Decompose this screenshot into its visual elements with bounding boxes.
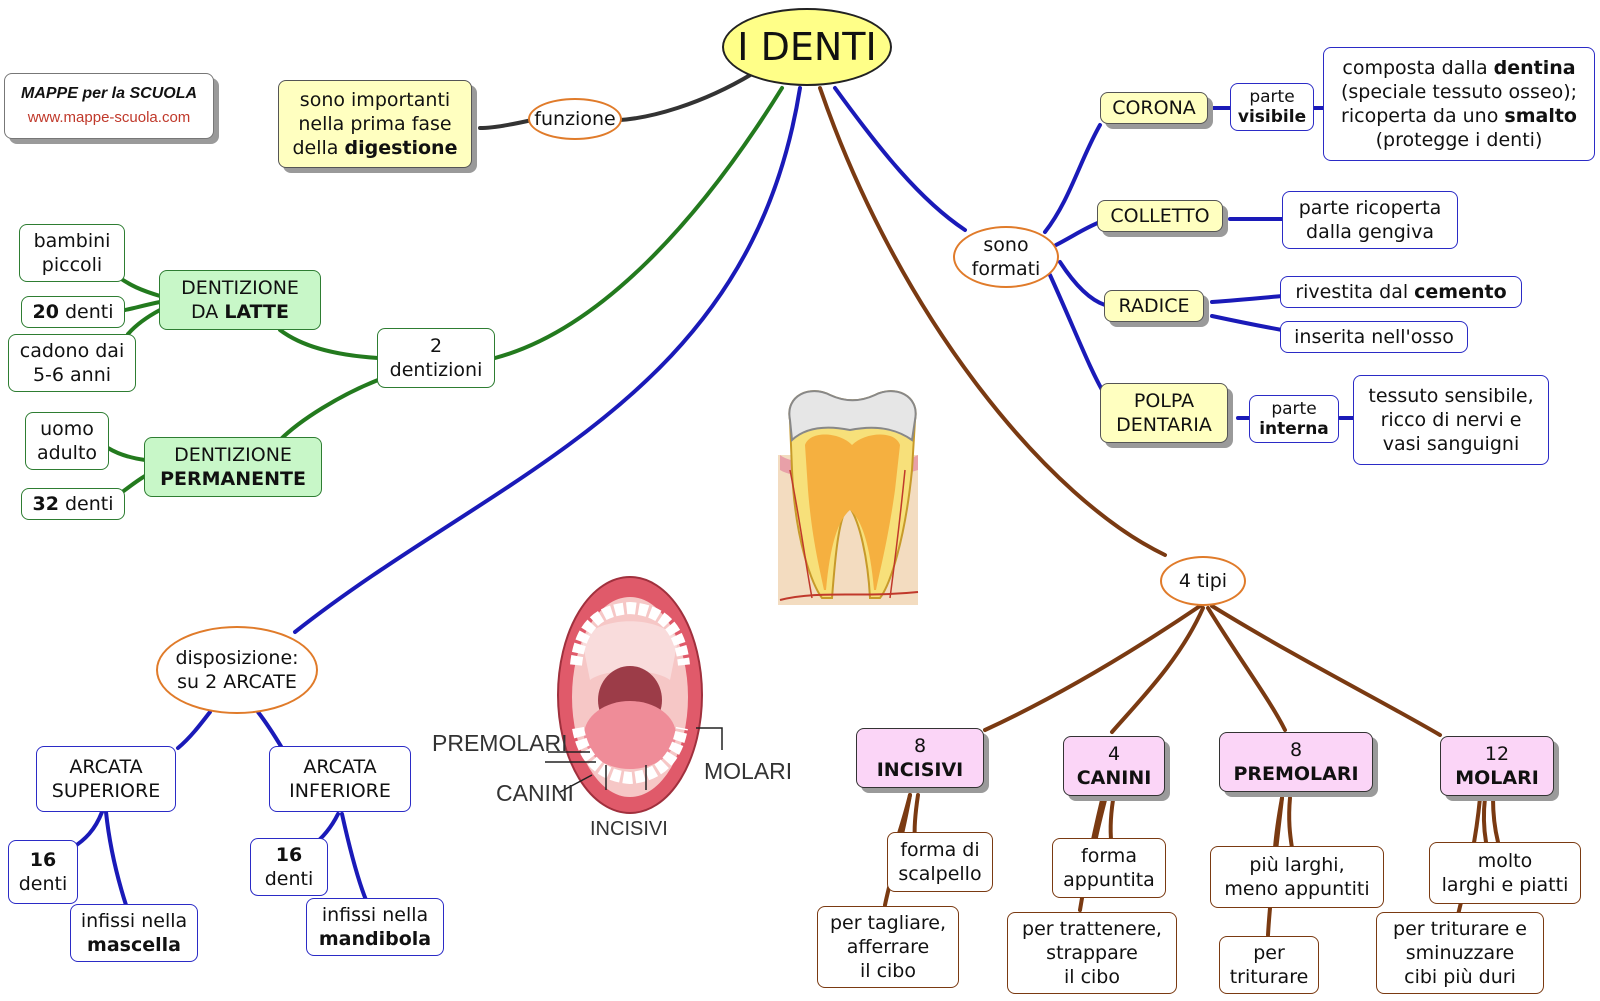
title-node: I DENTI	[722, 8, 892, 86]
brand-name: MAPPE per la SCUOLA	[20, 85, 198, 102]
incisivi-forma: forma di scalpello	[887, 832, 993, 892]
latte-fall-node: cadono dai 5-6 anni	[8, 334, 136, 392]
mouth-illustration	[545, 576, 723, 814]
perm-count-node: 32 denti	[21, 488, 125, 520]
mouth-label-canini: CANINI	[496, 780, 574, 806]
molari-uso: per triturare e sminuzzare cibi più duri	[1376, 912, 1544, 994]
radice-node: RADICE	[1104, 290, 1204, 322]
arcata-inferiore-node: ARCATA INFERIORE	[269, 746, 411, 812]
canini-uso: per trattenere, strappare il cibo	[1007, 912, 1177, 994]
radice-description-cemento: rivestita dal cemento	[1280, 276, 1522, 308]
arcata-inferiore-count: 16 denti	[250, 838, 328, 896]
polpa-description: tessuto sensibile, ricco di nervi e vasi…	[1353, 375, 1549, 465]
arcata-inferiore-infissi: infissi nella mandibola	[306, 898, 444, 956]
formati-node: sono formati	[953, 226, 1059, 288]
premolari-uso: per triturare	[1219, 936, 1319, 994]
colletto-description: parte ricoperta dalla gengiva	[1282, 191, 1458, 249]
dentizione-permanente-node: DENTIZIONE PERMANENTE	[144, 437, 322, 497]
mouth-label-molari: MOLARI	[704, 758, 793, 784]
latte-count-node: 20 denti	[21, 296, 125, 328]
polpa-node: POLPA DENTARIA	[1100, 383, 1228, 443]
brand-url: www.mappe-scuola.com	[27, 109, 191, 126]
funzione-description: sono importanti nella prima fase della d…	[278, 80, 472, 168]
premolari-forma: più larghi, meno appuntiti	[1210, 846, 1384, 908]
molari-node: 12 MOLARI	[1440, 736, 1554, 796]
funzione-node: funzione	[528, 98, 622, 140]
incisivi-uso: per tagliare, afferrare il cibo	[817, 906, 959, 988]
mouth-label-premolari: PREMOLARI	[432, 730, 568, 756]
tipi-node: 4 tipi	[1160, 556, 1246, 606]
corona-node: CORONA	[1100, 92, 1208, 124]
corona-tag: parte visibile	[1230, 83, 1314, 131]
canini-node: 4 CANINI	[1063, 736, 1165, 796]
premolari-node: 8 PREMOLARI	[1219, 732, 1373, 792]
arcata-superiore-count: 16 denti	[8, 840, 78, 904]
page-title: I DENTI	[737, 25, 877, 69]
dentizione-latte-node: DENTIZIONE DA LATTE	[159, 270, 321, 330]
polpa-tag: parte interna	[1249, 395, 1339, 443]
mouth-label-incisivi: INCISIVI	[590, 818, 668, 840]
tooth-illustration	[778, 390, 919, 605]
canini-forma: forma appuntita	[1052, 838, 1166, 898]
arcata-superiore-node: ARCATA SUPERIORE	[36, 746, 176, 812]
brand-box: MAPPE per la SCUOLA www.mappe-scuola.com	[4, 73, 214, 139]
dentizioni-node: 2 dentizioni	[377, 328, 495, 388]
radice-description-osso: inserita nell'osso	[1280, 321, 1468, 353]
incisivi-node: 8 INCISIVI	[856, 728, 984, 788]
arcata-superiore-infissi: infissi nella mascella	[70, 904, 198, 962]
perm-who-node: uomo adulto	[25, 412, 109, 470]
latte-who-node: bambini piccoli	[19, 224, 125, 282]
disposizione-node: disposizione: su 2 ARCATE	[156, 626, 318, 714]
molari-forma: molto larghi e piatti	[1429, 842, 1581, 904]
colletto-node: COLLETTO	[1097, 200, 1223, 232]
corona-description: composta dalla dentina (speciale tessuto…	[1323, 47, 1595, 161]
